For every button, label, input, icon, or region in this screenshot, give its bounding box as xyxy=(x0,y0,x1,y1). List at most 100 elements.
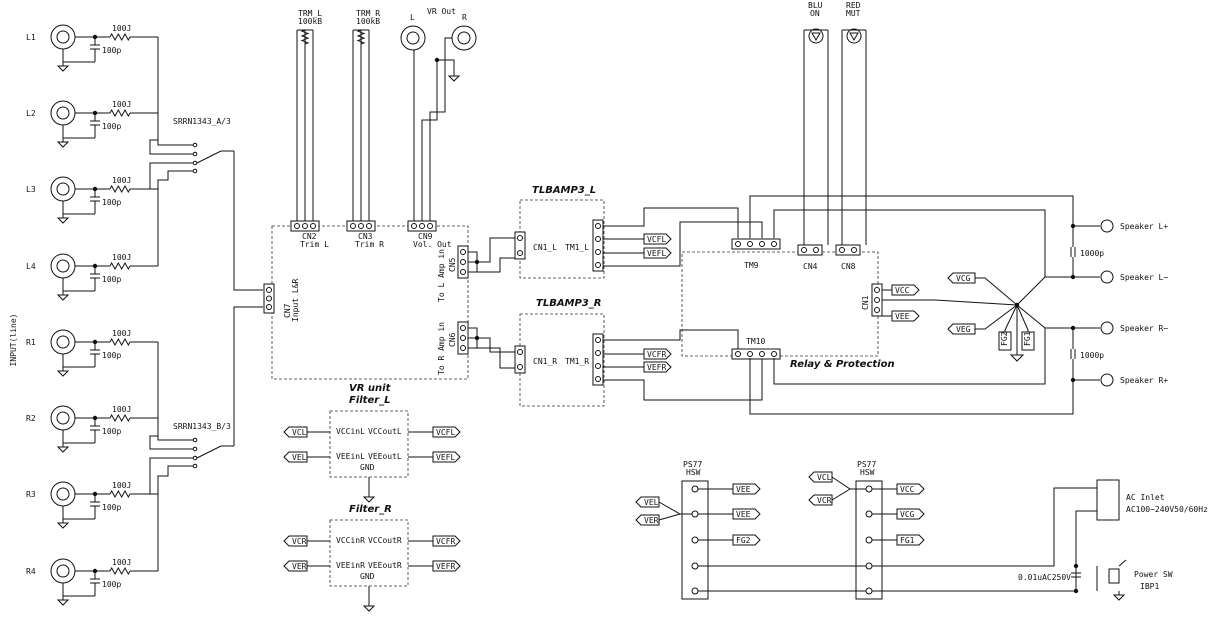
wire xyxy=(157,465,185,571)
cn2-connector-pin xyxy=(302,223,308,229)
cn4-connector-pin xyxy=(813,247,819,253)
cn1-connector xyxy=(871,283,883,317)
cn7-connector-pin xyxy=(266,304,272,310)
cn6-connector-pin xyxy=(460,325,466,331)
rca-jack xyxy=(56,30,70,44)
net-tag-label: VEL xyxy=(644,498,659,507)
net-tag-label: VCL xyxy=(817,473,832,482)
cn6-connector-pin xyxy=(460,335,466,341)
cn1-r-connector xyxy=(514,345,526,374)
trm-l-label: TRM_L xyxy=(298,9,322,18)
cn1-r-label: CN1_R xyxy=(533,357,557,366)
filter-r-title: Filter_R xyxy=(349,504,392,515)
filter-gnd: GND xyxy=(360,572,375,581)
wire xyxy=(429,37,452,221)
tm10-connector-pin xyxy=(771,351,777,357)
wire xyxy=(1016,276,1046,306)
net-tag-label: VEE xyxy=(895,312,910,321)
ps77-label: PS77 xyxy=(683,460,702,469)
junction-dot xyxy=(92,263,98,269)
rca-jack xyxy=(50,405,76,431)
junction-dot xyxy=(92,34,98,40)
wire xyxy=(157,37,185,146)
blue-led-icon xyxy=(808,28,824,44)
cn5-connector xyxy=(457,245,469,279)
net-tag xyxy=(891,284,920,296)
net-tag-label: VCR xyxy=(817,496,832,505)
ac-spec-label: AC100−240V50/60Hz xyxy=(1126,505,1208,514)
input-label: L4 xyxy=(26,262,36,271)
cn1-l-label: CN1_L xyxy=(533,243,557,252)
rca-jack xyxy=(50,558,76,584)
cn3-sub-label: Trim R xyxy=(355,240,384,249)
net-tag-label: FG2 xyxy=(736,536,751,545)
cn6-connector xyxy=(457,321,469,355)
resistor-value: 100J xyxy=(112,24,131,33)
speaker-l-plus: Speaker L+ xyxy=(1120,222,1168,231)
net-tag xyxy=(643,348,672,360)
ac-inlet-label: AC Inlet xyxy=(1126,493,1165,502)
net-tag xyxy=(732,508,761,520)
wire xyxy=(62,125,95,139)
wire xyxy=(773,209,1100,278)
switch-contact xyxy=(192,455,198,461)
fg1-label: FG1 xyxy=(1023,331,1032,346)
input-label: L2 xyxy=(26,109,36,118)
net-tag-label: VEFL xyxy=(647,249,666,258)
tm1-l-label: TM1_L xyxy=(565,243,589,252)
net-tag-label: VEE xyxy=(736,510,751,519)
capacitor-value: 100p xyxy=(102,351,121,360)
tm1-l-connector-pin xyxy=(595,249,601,255)
rca-jack xyxy=(56,259,70,273)
tm9-connector-pin xyxy=(735,241,741,247)
cn1-label: CN1 xyxy=(861,295,870,310)
ac-inlet-connector xyxy=(1096,479,1120,521)
cn5-sub-label: To L Amp in xyxy=(437,249,446,302)
capacitor-value: 100p xyxy=(102,580,121,589)
wire xyxy=(149,162,185,189)
filter-pin: VEEoutL xyxy=(368,452,402,461)
wire xyxy=(658,513,681,521)
cn8-label: CN8 xyxy=(841,262,856,271)
cn9-connector-pin xyxy=(427,223,433,229)
wire xyxy=(157,170,185,266)
ground-symbol xyxy=(1112,594,1126,601)
rca-jack xyxy=(50,329,76,355)
switch-contact xyxy=(192,446,198,452)
filter-pin: VEEoutR xyxy=(368,561,402,570)
rca-jack xyxy=(56,564,70,578)
cn7-sub-label: Input L&R xyxy=(291,278,300,322)
wire xyxy=(603,329,739,350)
cn7-connector-pin xyxy=(266,287,272,293)
capacitor-value: 100p xyxy=(102,46,121,55)
net-tag-label: VCL xyxy=(292,428,307,437)
speaker-terminal xyxy=(1100,219,1114,233)
cn3-label: CN3 xyxy=(358,232,373,241)
wire xyxy=(62,278,95,292)
net-tag xyxy=(643,233,672,245)
red-led-icon xyxy=(846,28,862,44)
net-tag-label: VCG xyxy=(900,510,915,519)
speaker-terminal xyxy=(1100,270,1114,284)
power-sw-label: Power SW xyxy=(1134,570,1173,579)
net-tag-label: VCC xyxy=(900,485,915,494)
rca-jack xyxy=(400,25,426,51)
wire xyxy=(149,457,185,494)
junction-dot xyxy=(1070,377,1076,383)
ground-symbol xyxy=(56,522,70,529)
input-label: L3 xyxy=(26,185,36,194)
input-label: R1 xyxy=(26,338,36,347)
tm9-connector-pin xyxy=(747,241,753,247)
cn2-connector-pin xyxy=(294,223,300,229)
resistor xyxy=(109,184,131,194)
net-tag xyxy=(643,361,672,373)
resistor xyxy=(109,489,131,499)
wire xyxy=(872,487,1097,567)
cn4-label: CN4 xyxy=(803,262,818,271)
ground-symbol xyxy=(1009,354,1025,362)
rca-jack xyxy=(56,182,70,196)
wire xyxy=(749,195,1100,238)
wire xyxy=(62,583,95,597)
ground-symbol xyxy=(56,446,70,453)
